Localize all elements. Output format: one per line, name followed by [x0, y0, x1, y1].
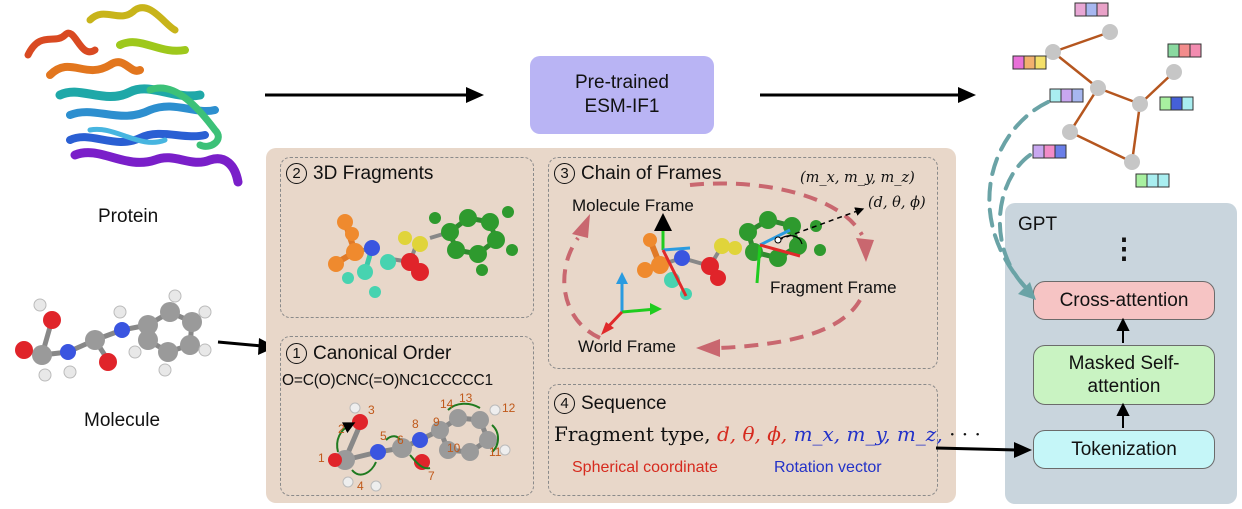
chain-title: 3 Chain of Frames	[554, 163, 721, 185]
chain-molecule-image	[637, 207, 865, 300]
atom-index-14: 14	[440, 397, 454, 411]
gpt-label: GPT	[1018, 214, 1058, 235]
atom-index-6: 6	[397, 433, 404, 447]
atom-index-5: 5	[380, 429, 387, 443]
atom-index-9: 9	[433, 415, 440, 429]
step-2-badge: 2	[286, 163, 307, 184]
arrow-sequence-to-tokenization	[935, 442, 1032, 458]
canonical-order-box	[280, 336, 534, 496]
sequence-box	[548, 384, 938, 496]
atom-index-10: 10	[447, 441, 461, 455]
sequence-spherical-terms: d, θ, ϕ,	[716, 422, 788, 446]
fragments-molecule-image	[328, 206, 518, 298]
atom-index-2: 2	[338, 422, 345, 436]
smiles-string: O=C(O)CNC(=O)NC1CCCCC1	[282, 372, 493, 389]
arrow-protein-to-esm	[265, 87, 484, 103]
masked-line2: attention	[1087, 376, 1161, 397]
esm-if1-box: Pre-trained ESM-IF1	[530, 56, 714, 134]
chain-of-frames-box	[548, 157, 938, 369]
sequence-formula: Fragment type, d, θ, ϕ, m_x, m_y, m_z, ·…	[554, 422, 981, 446]
gpt-ellipsis: ⋮	[1110, 233, 1138, 264]
atom-index-labels: 1 2 3 4 5 6 7 8 9 10 11 12 13 14	[318, 391, 516, 493]
esm-line1: Pre-trained	[575, 72, 669, 93]
molecule-label: Molecule	[84, 410, 161, 431]
sequence-title: 4 Sequence	[554, 393, 667, 415]
spherical-coordinate-label: (d, θ, ϕ)	[868, 195, 926, 211]
atom-index-8: 8	[412, 417, 419, 431]
atom-index-3: 3	[368, 403, 375, 417]
cross-attention-box: Cross-attention	[1033, 281, 1215, 320]
world-frame-axes-icon	[601, 272, 662, 335]
gpt-internal-arrows	[1116, 317, 1130, 428]
protein-graph-image	[1012, 2, 1202, 188]
step-3-badge: 3	[554, 163, 575, 184]
canonical-title-text: Canonical Order	[313, 343, 452, 364]
graph-to-cross-attention-arrows	[987, 100, 1050, 294]
canonical-title: 1 Canonical Order	[286, 343, 451, 365]
rotation-vector-label: (m_x, m_y, m_z)	[800, 170, 915, 186]
cross-attention-label: Cross-attention	[1059, 290, 1189, 311]
masked-line1: Masked Self-	[1068, 353, 1180, 374]
arrow-esm-to-graph	[760, 87, 976, 103]
sequence-prefix: Fragment type,	[554, 422, 711, 446]
step-4-badge: 4	[554, 393, 575, 414]
canonical-molecule-image	[328, 402, 511, 492]
atom-index-7: 7	[428, 469, 435, 483]
molecule-ball-stick-image	[15, 289, 212, 382]
atom-index-11: 11	[489, 445, 502, 459]
sequence-title-text: Sequence	[581, 393, 667, 414]
atom-index-1: 1	[318, 451, 325, 465]
legend-rotation: Rotation vector	[774, 459, 882, 476]
fragments-title-text: 3D Fragments	[313, 163, 434, 184]
protein-ribbon-image	[24, 4, 243, 187]
chain-title-text: Chain of Frames	[581, 163, 722, 184]
sequence-ellipsis: · · ·	[949, 422, 981, 446]
atom-index-13: 13	[459, 391, 473, 405]
protein-label: Protein	[98, 206, 159, 227]
tokenization-box: Tokenization	[1033, 430, 1215, 469]
fragments-title: 2 3D Fragments	[286, 163, 433, 185]
molecule-frame-label: Molecule Frame	[572, 196, 694, 215]
atom-index-12: 12	[502, 401, 516, 415]
fragments-box	[280, 157, 534, 318]
legend-spherical: Spherical coordinate	[572, 459, 718, 476]
tokenization-label: Tokenization	[1071, 439, 1177, 460]
esm-line2: ESM-IF1	[584, 96, 660, 117]
frame-cycle-arrows	[562, 181, 874, 357]
atom-index-4: 4	[357, 479, 364, 493]
sequence-rotation-terms: m_x, m_y, m_z,	[793, 422, 943, 446]
step-1-badge: 1	[286, 343, 307, 364]
fragment-frame-label: Fragment Frame	[770, 278, 897, 297]
cross-attention-arrowhead	[1018, 282, 1036, 300]
world-frame-label: World Frame	[578, 337, 676, 356]
masked-self-attention-box: Masked Self- attention	[1033, 345, 1215, 405]
